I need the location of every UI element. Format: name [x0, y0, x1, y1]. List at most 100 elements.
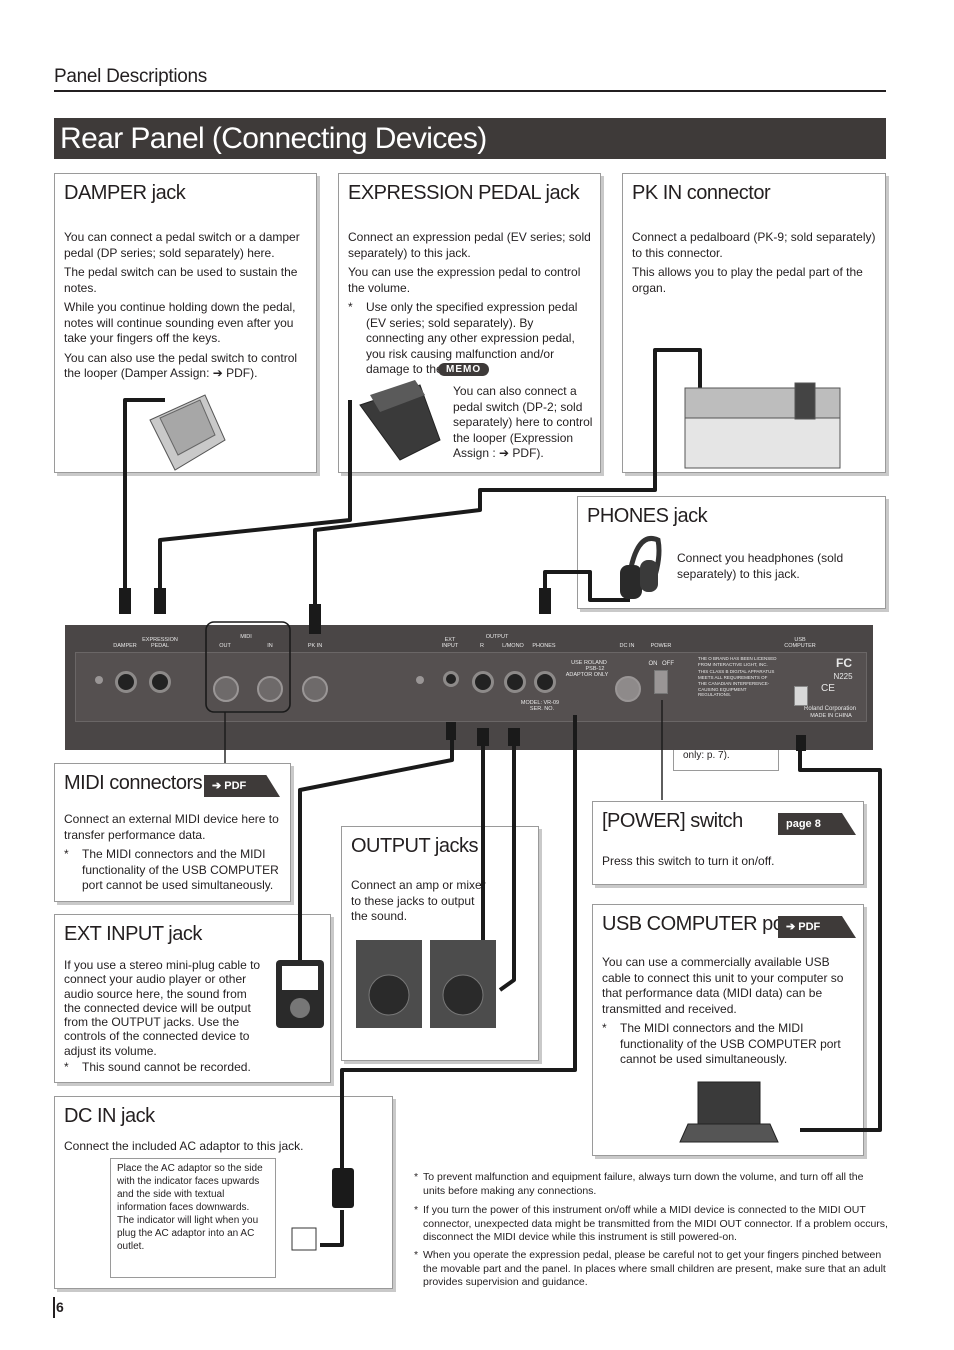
label-on: ON	[648, 661, 658, 667]
phones-cable	[543, 570, 630, 602]
dc-in-text: Connect the included AC adaptor to this …	[64, 1139, 304, 1153]
usb-computer-title: USB COMPUTER port	[602, 913, 795, 935]
label-adaptor-only: ADAPTOR ONLY	[565, 672, 609, 678]
damper-paragraph: While you continue holding down the peda…	[64, 300, 296, 345]
footnote: *To prevent malfunction and equipment fa…	[414, 1171, 888, 1198]
page-number: 6	[56, 1299, 64, 1315]
damper-paragraph: You can also use the pedal switch to con…	[64, 350, 298, 381]
label-output: OUTPUT	[485, 634, 509, 640]
ferrite-core	[796, 735, 806, 751]
ext-input-title: EXT INPUT jack	[64, 923, 202, 945]
midi-out-connector[interactable]	[213, 676, 239, 702]
usb-cable	[798, 740, 882, 1132]
midi-highlight	[205, 621, 291, 713]
output-r-jack[interactable]	[472, 671, 494, 693]
damper-jack[interactable]	[115, 671, 137, 693]
damper-plug	[119, 588, 131, 614]
pk-in-connector[interactable]	[302, 676, 328, 702]
label-roland-corporation: Roland Corporation	[803, 706, 857, 712]
ac-outlet-illustration	[291, 1227, 317, 1251]
expression-cable	[158, 400, 352, 590]
label-legal: MEETS ALL REQUIREMENTS OF	[698, 675, 768, 680]
ext-input-note: *This sound cannot be recorded.	[64, 1060, 251, 1075]
page-title: Rear Panel (Connecting Devices)	[54, 118, 886, 159]
label-psb: PSB-12	[585, 666, 605, 672]
output-text: Connect an amp or mixer to these jacks t…	[351, 878, 486, 923]
power-title: [POWER] switch	[602, 810, 743, 832]
expression-paragraph: You can use the expression pedal to cont…	[348, 265, 581, 295]
pk-in-paragraph: Connect a pedalboard (PK-9; sold separat…	[632, 230, 876, 260]
label-input: INPUT	[441, 643, 459, 649]
label-r: R	[480, 643, 484, 649]
usb-note: *The MIDI connectors and the MIDI functi…	[602, 1021, 852, 1068]
section-heading: Panel Descriptions	[54, 66, 208, 87]
damper-pedal-illustration	[149, 394, 226, 471]
midi-in-connector[interactable]	[257, 676, 283, 702]
ac-adaptor	[332, 1168, 354, 1208]
label-made-in: MADE IN CHINA	[810, 713, 852, 719]
dc-cable	[340, 715, 577, 1170]
pedalboard-illustration	[684, 382, 841, 469]
ext-input-box: EXT INPUT jack If you use a stereo mini-…	[54, 914, 331, 1083]
ext-input-jack[interactable]	[443, 671, 459, 687]
label-midi-out: OUT	[219, 643, 231, 649]
footnote-text: When you operate the expression pedal, p…	[423, 1249, 886, 1288]
output-r-plug	[477, 728, 489, 746]
power-box: [POWER] switch page 8 Press this switch …	[592, 801, 864, 885]
label-damper: DAMPER	[113, 643, 137, 649]
label-legal: THIS CLASS B DIGITAL APPARATUS	[698, 669, 775, 674]
usb-computer-box: USB COMPUTER port ➔ PDF You can use a co…	[592, 904, 864, 1156]
expression-paragraph: Connect an expression pedal (EV series; …	[348, 230, 591, 260]
ce-logo: CE	[821, 683, 835, 694]
footnote-text: To prevent malfunction and equipment fai…	[423, 1171, 864, 1197]
damper-jack-title: DAMPER jack	[64, 182, 186, 204]
dc-outlet-cable	[320, 1210, 344, 1247]
output-l-cable	[498, 740, 516, 992]
label-use-roland: USE ROLAND	[571, 660, 607, 666]
label-off: OFF	[662, 661, 674, 667]
label-legal: THE CANADIAN INTERFERENCE-	[698, 681, 770, 686]
midi-note-text: The MIDI connectors and the MIDI functio…	[82, 847, 279, 892]
label-ser-no: SER. NO.	[529, 706, 555, 712]
damper-cable	[123, 398, 165, 590]
ext-input-text: If you use a stereo mini-plug cable to c…	[64, 958, 261, 1058]
midi-title: MIDI connectors	[64, 772, 203, 794]
headphones-illustration	[620, 536, 662, 599]
ac-adaptor-callout: Place the AC adaptor so the side with th…	[110, 1158, 276, 1278]
pk-plug	[309, 604, 321, 634]
label-n225: N225	[833, 672, 853, 681]
fcc-logo: FC	[836, 656, 852, 670]
expression-pedal-box: EXPRESSION PEDAL jack Connect an express…	[338, 173, 601, 473]
ext-input-plug	[446, 722, 456, 740]
usb-text: You can use a commercially available USB…	[602, 955, 844, 1016]
phones-text: Connect you headphones (sold separately)…	[677, 551, 844, 581]
pk-in-title: PK IN connector	[632, 182, 771, 204]
dc-in-jack[interactable]	[615, 676, 641, 702]
phones-jack[interactable]	[534, 671, 556, 693]
midi-box: MIDI connectors ➔ PDF Connect an externa…	[54, 763, 291, 902]
phones-plug	[539, 588, 551, 614]
pdf-badge: ➔ PDF	[778, 916, 856, 938]
damper-paragraph: The pedal switch can be used to sustain …	[64, 265, 298, 295]
expression-pedal-jack[interactable]	[149, 671, 171, 693]
label-legal: FROM INTERACTIVE LIGHT, INC.	[698, 662, 768, 667]
memo-text: You can also connect a pedal switch (DP-…	[453, 384, 593, 460]
ext-input-note-text: This sound cannot be recorded.	[82, 1060, 251, 1075]
heading-rule	[54, 90, 886, 92]
pk-in-paragraph: This allows you to play the pedal part o…	[632, 265, 863, 295]
output-l-mono-jack[interactable]	[504, 671, 526, 693]
phones-title: PHONES jack	[587, 505, 708, 527]
usb-computer-port[interactable]	[794, 686, 808, 706]
rear-panel-face	[75, 652, 867, 722]
label-usb: USB	[794, 637, 806, 643]
label-expression: EXPRESSION	[142, 637, 178, 643]
speaker-illustration	[356, 940, 496, 1028]
label-phones: PHONES	[532, 643, 556, 649]
usb-note-text: The MIDI connectors and the MIDI functio…	[620, 1021, 841, 1066]
ac-adaptor-callout-2: The indicator will light when you plug t…	[117, 1215, 259, 1252]
expression-pedal-title: EXPRESSION PEDAL jack	[348, 182, 580, 204]
label-ext: EXT	[444, 637, 456, 643]
footnote: *If you turn the power of this instrumen…	[414, 1204, 888, 1243]
label-midi: MIDI	[240, 634, 252, 640]
power-switch[interactable]	[654, 670, 668, 694]
